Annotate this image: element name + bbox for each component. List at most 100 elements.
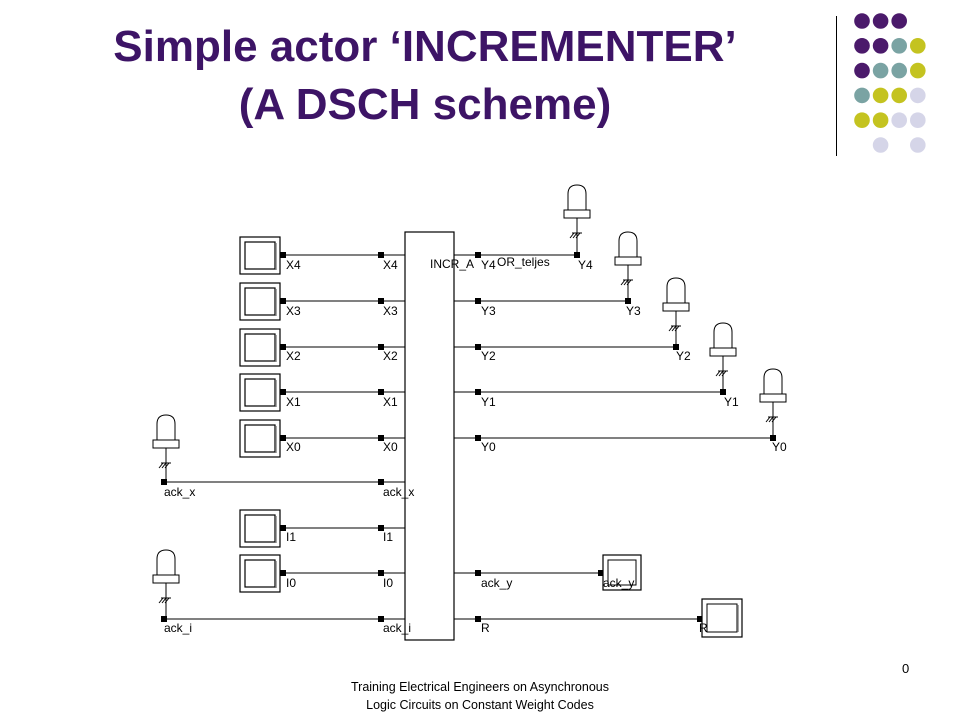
led-bulb — [618, 231, 638, 258]
ground-hatch — [768, 416, 774, 423]
button-inner-frame — [244, 559, 276, 588]
wires — [161, 233, 776, 622]
port-label-ack-i: ack_i — [383, 621, 411, 635]
input-button-i0 — [239, 554, 281, 593]
ground-hatch — [575, 232, 581, 239]
decor-dot — [854, 62, 870, 79]
output-led-y3 — [614, 231, 642, 286]
input-button-x3 — [239, 282, 281, 321]
led-base — [614, 256, 642, 266]
decor-dot — [910, 38, 926, 54]
ext-label-ack-y: ack_y — [603, 576, 634, 590]
ground-hatch — [671, 325, 677, 332]
wire-node — [475, 616, 481, 622]
port-label-x1: X1 — [383, 395, 398, 409]
port-label-i1: I1 — [383, 530, 393, 544]
ground-hatch — [718, 370, 724, 377]
led-base — [709, 347, 737, 357]
decor-dot — [854, 13, 870, 29]
wire-node — [280, 389, 286, 395]
button-inner-frame — [244, 333, 276, 362]
led-base — [662, 302, 690, 312]
ext-label-y2: Y2 — [676, 349, 691, 363]
wire-node — [378, 525, 384, 531]
decor-dot — [910, 62, 926, 79]
wire-node — [475, 570, 481, 576]
wire-node — [378, 389, 384, 395]
button-inner-frame — [244, 287, 276, 316]
title-divider-line — [836, 16, 837, 156]
ground-hatch — [572, 232, 578, 239]
decor-dot — [910, 137, 926, 153]
ext-label-y3: Y3 — [626, 304, 641, 318]
ground-hatch — [161, 462, 167, 469]
decor-dot — [891, 13, 907, 29]
wire-node — [378, 252, 384, 258]
slide-title-line1: Simple actor ‘INCREMENTER’ — [113, 22, 737, 71]
ground-hatch — [626, 279, 632, 286]
ground-hatch — [715, 370, 721, 377]
ground-hatch — [164, 597, 170, 604]
port-label-y1: Y1 — [481, 395, 496, 409]
wire-node — [280, 298, 286, 304]
decor-dot — [910, 87, 926, 104]
port-label-y2: Y2 — [481, 349, 496, 363]
ground-hatch — [620, 279, 626, 286]
decor-dot — [910, 112, 926, 128]
decor-dot — [891, 38, 907, 54]
wire-node — [625, 298, 631, 304]
decor-dot — [891, 87, 907, 104]
ext-label-x3: X3 — [286, 304, 301, 318]
led-base — [152, 439, 180, 449]
wire-node — [161, 479, 167, 485]
wire-node — [280, 525, 286, 531]
wire-node — [574, 252, 580, 258]
decor-dot — [891, 112, 907, 128]
ext-label-x4: X4 — [286, 258, 301, 272]
ground-hatch — [158, 462, 164, 469]
ack-i-led — [152, 549, 180, 604]
slide-title: Simple actor ‘INCREMENTER’ (A DSCH schem… — [30, 18, 820, 134]
port-label-y0: Y0 — [481, 440, 496, 454]
r-display — [701, 598, 743, 638]
display-inner — [706, 603, 738, 633]
port-label-y3: Y3 — [481, 304, 496, 318]
button-inner-frame — [244, 241, 276, 270]
ext-label-y4: Y4 — [578, 258, 593, 272]
ground-hatch — [674, 325, 680, 332]
wire-node — [697, 616, 703, 622]
wire-node — [378, 435, 384, 441]
ext-label-x2: X2 — [286, 349, 301, 363]
port-label-r: R — [481, 621, 490, 635]
ground-hatch — [623, 279, 629, 286]
ground-hatch — [765, 416, 771, 423]
wire-node — [280, 344, 286, 350]
slide-footer: Training Electrical Engineers on Asynchr… — [300, 678, 660, 714]
ext-label-r: R — [699, 621, 708, 635]
input-button-i1 — [239, 509, 281, 548]
output-led-y4 — [563, 184, 591, 239]
button-inner-frame — [244, 378, 276, 407]
ground-hatch — [164, 462, 170, 469]
block-name-label: INCR_A — [430, 257, 474, 271]
ext-label-ack-x: ack_x — [164, 485, 195, 499]
port-label-y4: Y4 — [481, 258, 496, 272]
decorative-dot-grid — [854, 13, 926, 153]
button-inner-frame — [244, 514, 276, 543]
output-led-y1 — [709, 322, 737, 377]
led-bulb — [666, 277, 686, 304]
wire-node — [378, 616, 384, 622]
output-led-y0 — [759, 368, 787, 423]
wire-node — [598, 570, 604, 576]
decor-dot — [872, 112, 889, 128]
output-led-y2 — [662, 277, 690, 332]
port-label-ack-y: ack_y — [481, 576, 512, 590]
wire-node — [673, 344, 679, 350]
port-label-i0: I0 — [383, 576, 393, 590]
led-bulb — [713, 322, 733, 349]
wire-node — [161, 616, 167, 622]
input-button-x2 — [239, 328, 281, 367]
wire-node — [720, 389, 726, 395]
ext-label-y1: Y1 — [724, 395, 739, 409]
